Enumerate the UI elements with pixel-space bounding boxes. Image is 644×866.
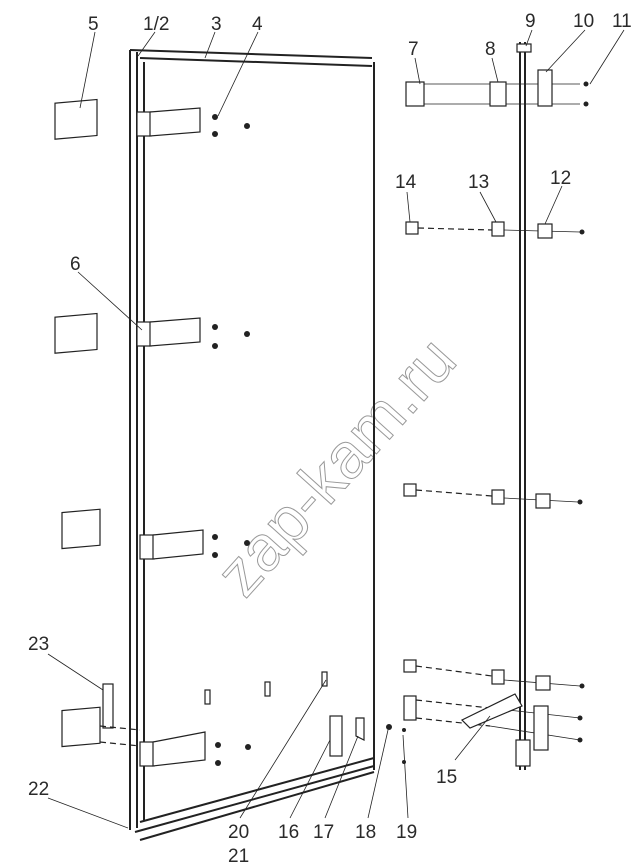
callout-23: 23 [28, 634, 49, 655]
callout-5: 5 [88, 14, 99, 35]
bolts [204, 114, 406, 766]
callout-3: 3 [211, 14, 222, 35]
door-frame [129, 49, 375, 841]
callout-11: 11 [612, 11, 632, 32]
callout-20: 20 [228, 822, 249, 843]
callout-21: 21 [228, 846, 249, 866]
callout-1-2: 1/2 [143, 14, 169, 35]
watermark: zap-kam.ru [202, 323, 470, 609]
callout-17: 17 [313, 822, 334, 843]
door-hinges [99, 107, 206, 767]
callout-4: 4 [252, 14, 263, 35]
callout-labels: 5 1/2 3 4 6 7 8 9 10 11 14 13 12 23 22 1… [28, 11, 632, 866]
callout-8: 8 [485, 39, 496, 60]
leader-lines [47, 29, 625, 829]
callout-19: 19 [396, 822, 417, 843]
callout-15: 15 [436, 767, 457, 788]
callout-22: 22 [28, 779, 49, 800]
hinge-plates [54, 98, 114, 748]
callout-7: 7 [408, 39, 419, 60]
callout-12: 12 [550, 168, 571, 189]
callout-9: 9 [525, 11, 536, 32]
callout-6: 6 [70, 254, 81, 275]
callout-14: 14 [395, 172, 417, 193]
callout-13: 13 [468, 172, 489, 193]
locking-rod-assembly [403, 42, 589, 770]
callout-10: 10 [573, 11, 594, 32]
callout-18: 18 [355, 822, 376, 843]
callout-16: 16 [278, 822, 299, 843]
